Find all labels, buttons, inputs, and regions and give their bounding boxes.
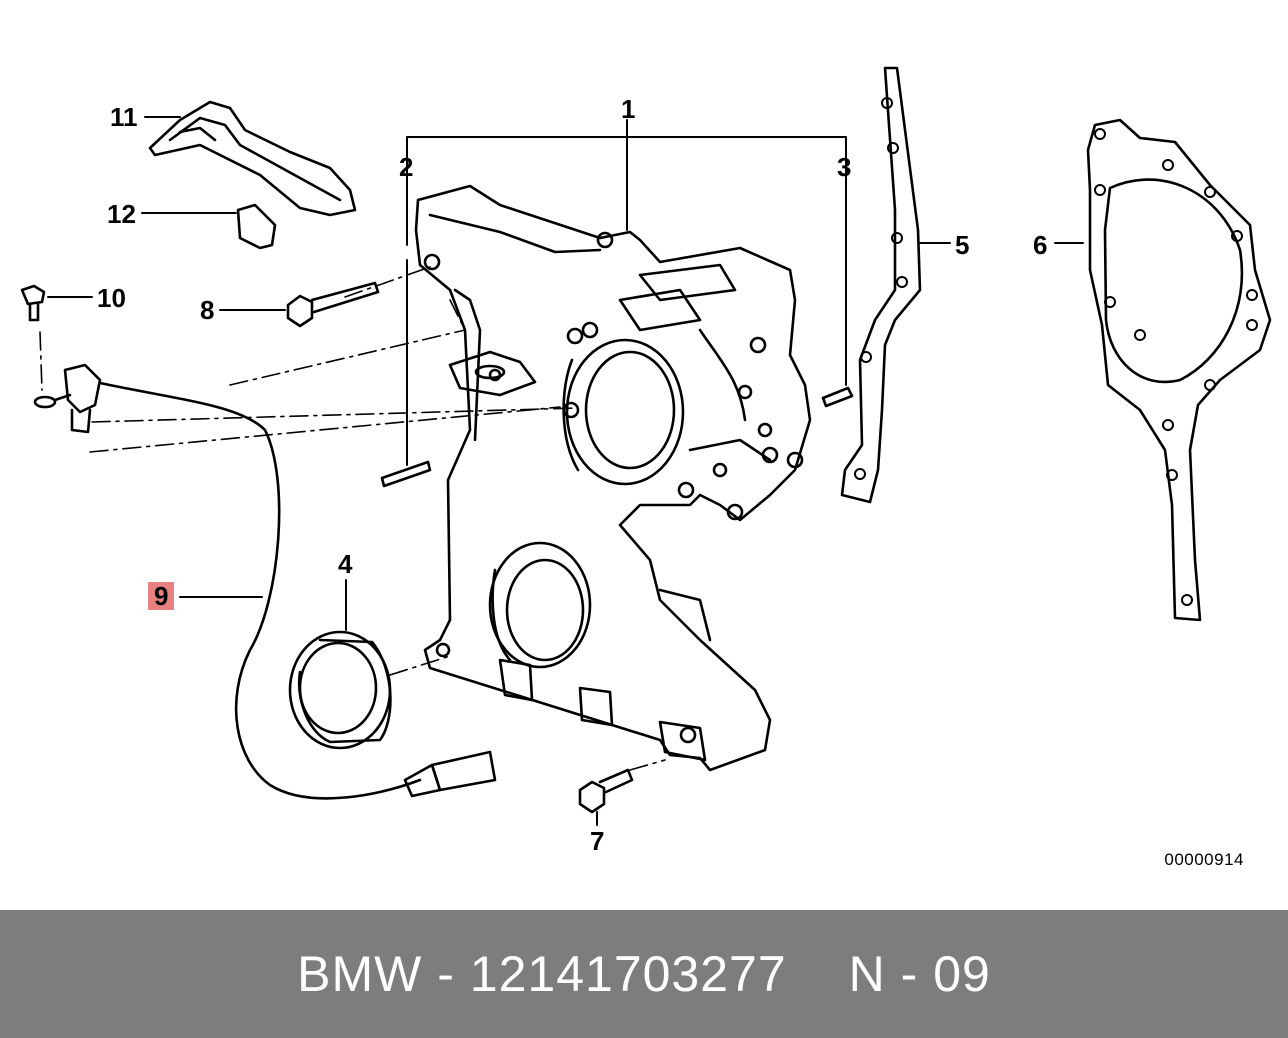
dowel-pin-3 [821,386,854,408]
callout-12: 12 [107,199,136,229]
parts-diagram [20,66,1272,826]
callout-10: 10 [97,283,126,313]
diagram-reference-code: 00000914 [1164,850,1244,869]
callout-8: 8 [200,295,215,325]
brand-part-number: BMW - 12141703277 [297,946,787,1002]
callout-7: 7 [590,826,605,856]
gasket-5 [840,66,922,504]
gasket-6 [1086,118,1272,622]
callout-4: 4 [338,549,353,579]
diagram-code: N - 09 [848,946,991,1002]
bolt-8 [286,281,380,328]
callout-3: 3 [837,152,852,182]
clip-12 [236,203,277,250]
callout-1: 1 [621,94,636,124]
callout-9: 9 [148,582,175,610]
callout-2: 2 [399,152,414,182]
callout-11: 11 [110,102,138,132]
crankshaft-sensor-9 [33,363,497,800]
bolt-7 [578,768,634,814]
guide-rail-11 [148,100,357,217]
part-number-footer: BMW - 12141703277 N - 09 [0,910,1288,1038]
timing-case-cover [414,184,812,772]
callout-5: 5 [955,230,970,260]
bolt-10 [20,284,46,322]
dowel-pin-2 [380,460,432,488]
callout-6: 6 [1033,230,1048,260]
